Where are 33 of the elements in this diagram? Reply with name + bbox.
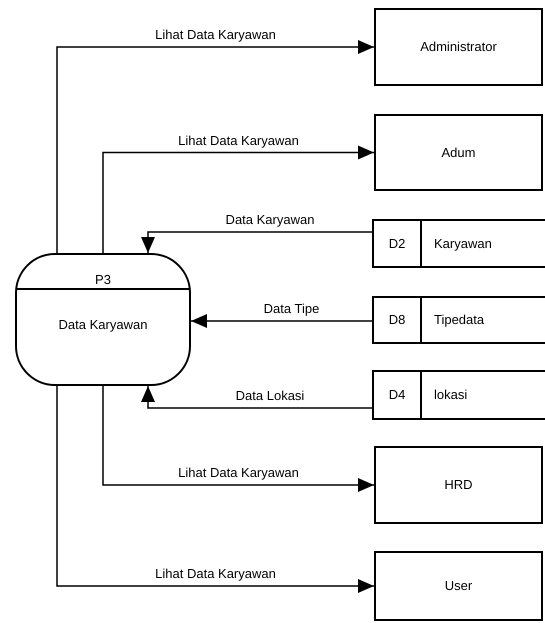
entity-name: Adum [442, 144, 476, 162]
arrow [141, 386, 372, 409]
arrow [56, 40, 374, 253]
edge-label: Lihat Data Karyawan [176, 465, 301, 481]
entity-box [374, 114, 543, 191]
data-store [372, 370, 545, 420]
edge-label: Data Karyawan [224, 212, 316, 228]
store-name: lokasi [434, 386, 468, 404]
data-store [372, 296, 545, 344]
store-id: D2 [388, 234, 406, 253]
arrow [102, 386, 374, 492]
edge-label: Lihat Data Karyawan [153, 566, 278, 582]
entity-name: HRD [444, 476, 473, 494]
entity-box [374, 8, 543, 86]
entity-box [374, 446, 543, 524]
arrow [56, 386, 374, 593]
store-id: D4 [388, 386, 406, 404]
process-id: P3 [95, 272, 111, 288]
process-box [15, 253, 191, 386]
arrow [141, 231, 372, 253]
entity-name: Administrator [420, 38, 497, 56]
arrow [102, 146, 374, 253]
store-name: Tipedata [434, 311, 484, 330]
edge-label: Lihat Data Karyawan [176, 132, 301, 148]
edge-label: Lihat Data Karyawan [153, 27, 278, 43]
entity-box [374, 551, 543, 621]
process-name: Data Karyawan [58, 316, 148, 334]
arrow [191, 314, 372, 328]
store-id: D8 [388, 311, 406, 330]
store-name: Karyawan [434, 234, 492, 253]
data-store [372, 219, 545, 268]
entity-name: User [444, 577, 472, 596]
edge-label: Data Tipe [262, 301, 322, 317]
